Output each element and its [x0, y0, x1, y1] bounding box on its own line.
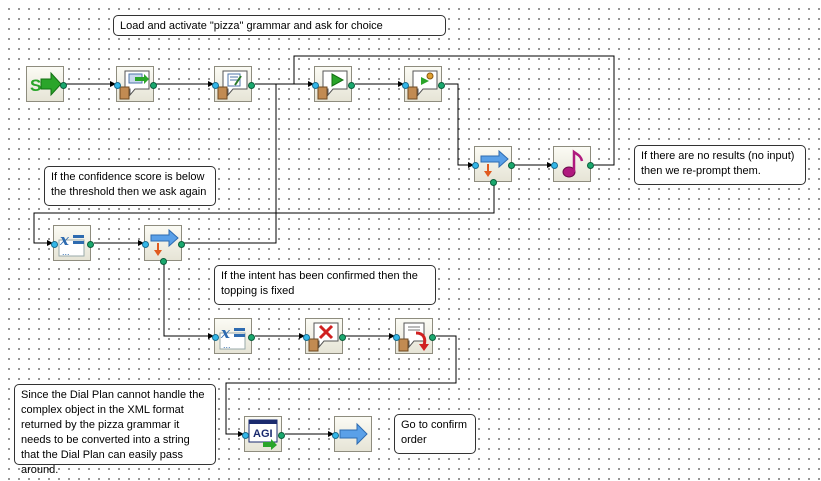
- start-node[interactable]: S: [26, 66, 67, 102]
- svg-text:...: ...: [62, 247, 70, 257]
- agi-node[interactable]: AGI: [242, 416, 285, 452]
- goto-node[interactable]: [332, 416, 372, 452]
- load-grammar-icon: [119, 70, 150, 100]
- wire-transfer-to-agi: [225, 335, 457, 435]
- agi-icon: AGI: [248, 419, 278, 450]
- cancel-prompt-node[interactable]: [303, 318, 346, 354]
- wire-switch-to-lowconf: [33, 184, 495, 244]
- note-intent-confirmed: If the intent has been confirmed then th…: [214, 265, 436, 305]
- load-grammar-node[interactable]: [114, 66, 157, 102]
- wire-music-loop-back: [293, 55, 615, 166]
- switch-icon: [480, 149, 509, 177]
- note-confidence: If the confidence score is below the thr…: [44, 166, 216, 206]
- cancel-x-icon: [308, 322, 339, 352]
- wire-recognize-to-switch: [445, 83, 474, 166]
- svg-text:...: ...: [223, 340, 231, 350]
- low-confidence-assign-node[interactable]: x ...: [51, 225, 94, 261]
- note-dial-plan: Since the Dial Plan cannot handle the co…: [14, 384, 216, 476]
- start-icon: S: [30, 71, 62, 97]
- play-prompt-icon: [317, 70, 348, 100]
- variable-assign-icon: x ...: [58, 231, 85, 257]
- music-note-icon: [562, 149, 584, 178]
- agi-label: AGI: [253, 428, 273, 440]
- svg-text:x: x: [220, 324, 231, 342]
- wire-check-loop-back: [184, 84, 277, 244]
- transfer-node[interactable]: [393, 318, 436, 354]
- wire-check-to-assign: [163, 262, 214, 337]
- topping-assign-node[interactable]: x ...: [212, 318, 255, 354]
- goto-arrow-icon: [339, 422, 368, 446]
- transfer-icon: [398, 322, 429, 352]
- note-no-results: If there are no results (no input) then …: [634, 145, 806, 185]
- results-switch-node[interactable]: [472, 146, 515, 186]
- switch-icon: [150, 228, 179, 256]
- svg-text:x: x: [59, 231, 70, 249]
- reprompt-music-node[interactable]: [551, 146, 594, 182]
- variable-assign-icon: x ...: [219, 324, 246, 350]
- note-load-grammar: Load and activate "pizza" grammar and as…: [113, 15, 446, 36]
- activate-grammar-node[interactable]: [212, 66, 255, 102]
- recognize-icon: [407, 70, 438, 100]
- prompt-node[interactable]: [312, 66, 355, 102]
- note-goto-confirm: Go to confirm order: [394, 414, 476, 454]
- svg-text:S: S: [30, 76, 41, 95]
- confidence-check-node[interactable]: [142, 225, 185, 265]
- recognize-node[interactable]: [402, 66, 445, 102]
- activate-grammar-icon: [217, 70, 248, 100]
